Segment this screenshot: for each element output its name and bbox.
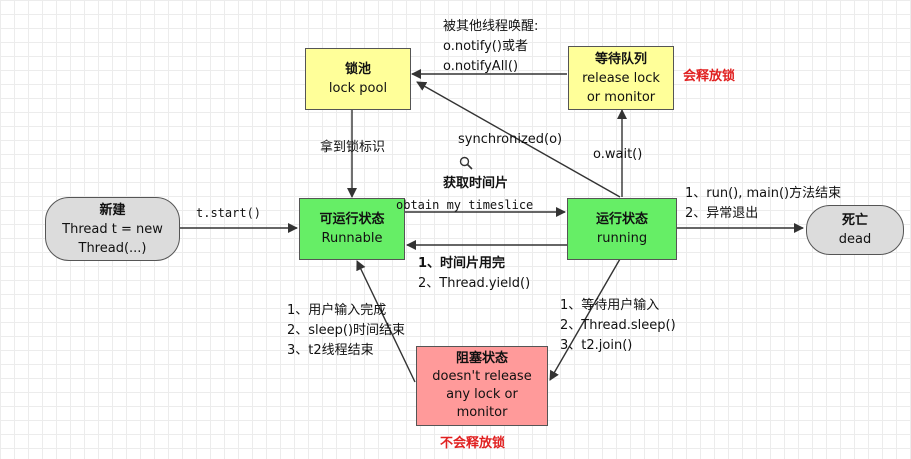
state-blocked-line: monitor [456,405,508,420]
label-block-reason: 1、等待用户输入 [560,298,660,313]
state-dead-subtitle: dead [838,232,872,247]
label-get-timeslice: 获取时间片 [443,176,509,191]
label-block-reasons: 1、等待用户输入 2、Thread.sleep() 3、t2.join() [560,296,676,356]
label-unblock-reasons: 1、用户输入完成 2、sleep()时间结束 3、t2线程结束 [287,301,405,361]
label-notify-line: 被其他线程唤醒: [443,19,539,34]
label-timeslice-used-line: 1、时间片用完 [418,256,506,271]
label-run-end: 1、run(), main()方法结束 2、异常退出 [685,184,841,224]
state-new-line: Thread t = new [62,221,163,237]
label-unblock-reason: 1、用户输入完成 [287,303,387,318]
label-releases-lock: 会释放锁 [683,69,736,84]
label-got-lock: 拿到锁标识 [320,140,386,155]
wait-queue-title: 等待队列 [594,51,647,67]
label-notify-line: o.notify()或者 [443,39,528,54]
label-unblock-reason: 2、sleep()时间结束 [287,323,406,338]
state-new-line: Thread(...) [78,240,147,256]
state-runnable: 可运行状态 Runnable [299,198,405,260]
arrow-block [549,258,621,381]
label-unblock-reason: 3、t2线程结束 [287,343,374,358]
label-block-reason: 2、Thread.sleep() [560,318,676,333]
wait-queue-line: release lock [582,70,660,86]
label-run-end-line: 1、run(), main()方法结束 [685,186,842,201]
magnifier-icon [459,155,473,170]
lock-pool-subtitle: lock pool [328,81,388,96]
label-wait: o.wait() [593,147,643,162]
state-blocked-title: 阻塞状态 [455,351,508,366]
arrow-unblock [356,260,416,383]
label-synchronized: synchronized(o) [458,132,563,147]
label-obtain-timeslice: obtain my timeslice [396,198,534,212]
label-timeslice-used: 1、时间片用完 2、Thread.yield() [418,254,530,294]
arrow-synchronized [416,81,621,198]
label-not-releases-lock: 不会释放锁 [440,436,506,451]
state-dead: 死亡 dead [806,205,904,255]
label-notify-line: o.notifyAll() [443,59,519,74]
state-new: 新建 Thread t = new Thread(...) [45,197,180,261]
state-running: 运行状态 running [567,198,677,260]
lock-pool-title: 锁池 [344,62,371,77]
state-runnable-subtitle: Runnable [321,231,383,246]
label-start: t.start() [196,206,262,220]
state-runnable-title: 可运行状态 [319,212,385,227]
state-new-title: 新建 [99,202,126,218]
state-blocked-line: doesn't release [432,369,532,384]
state-running-title: 运行状态 [595,212,648,227]
wait-queue: 等待队列 release lock or monitor [568,46,674,110]
state-running-subtitle: running [596,231,648,246]
label-block-reason: 3、t2.join() [560,338,633,353]
state-dead-title: 死亡 [841,213,868,228]
wait-queue-line: or monitor [586,89,656,105]
label-run-end-line: 2、异常退出 [685,206,759,221]
lock-pool: 锁池 lock pool [305,48,411,110]
label-notify: 被其他线程唤醒: o.notify()或者 o.notifyAll() [443,17,538,77]
state-blocked: 阻塞状态 doesn't release any lock or monitor [416,346,548,426]
state-blocked-line: any lock or [446,387,518,402]
label-timeslice-used-line: 2、Thread.yield() [418,276,531,291]
